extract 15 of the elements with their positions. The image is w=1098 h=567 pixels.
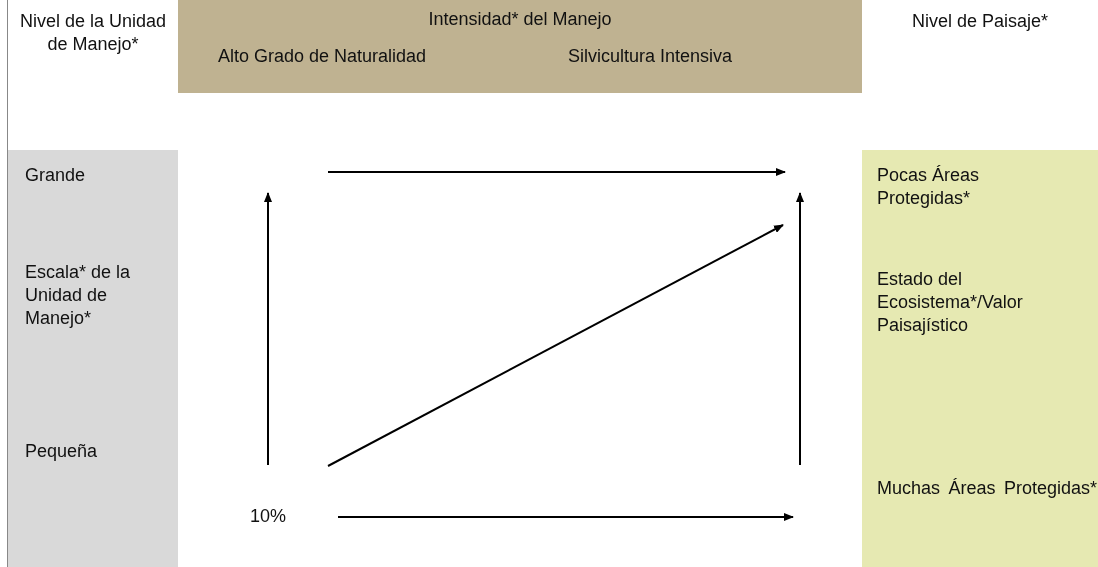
cell-text: Pocas Áreas Protegidas* bbox=[877, 164, 981, 210]
column-heading: 10% bbox=[250, 505, 288, 528]
cell-text: Silvicultura Intensiva bbox=[568, 45, 734, 68]
cell-text: Muchas Áreas Protegidas* bbox=[877, 477, 1097, 500]
cell-text: Alto Grado de Naturalidad bbox=[218, 45, 428, 68]
cell-text: Intensidad* del Manejo bbox=[427, 8, 613, 31]
scale-column bbox=[8, 150, 178, 567]
column-heading: Nivel de Paisaje* bbox=[910, 10, 1050, 33]
cell-text: Escala* de la Unidad de Manejo* bbox=[25, 261, 132, 330]
cell-text: Estado del Ecosistema*/Valor Paisajístico bbox=[877, 268, 1024, 337]
landscape-column bbox=[862, 150, 1098, 567]
cell-text: Pequeña bbox=[25, 440, 99, 463]
cell-text: Grande bbox=[25, 164, 87, 187]
column-heading: Nivel de la Unidad de Manejo* bbox=[18, 10, 168, 56]
header-band bbox=[178, 0, 862, 93]
